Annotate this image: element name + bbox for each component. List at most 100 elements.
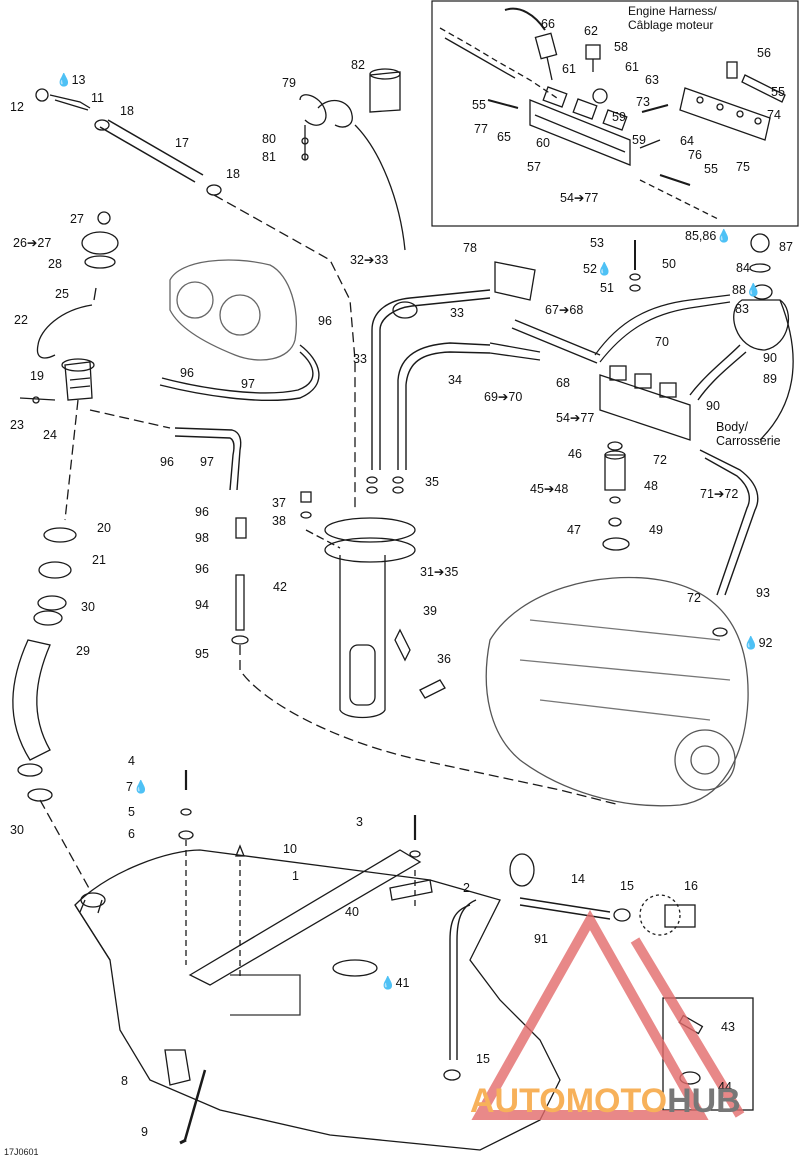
callout-3: 3 xyxy=(356,815,363,829)
callout-10: 10 xyxy=(283,842,297,856)
callout-79: 79 xyxy=(282,76,296,90)
callout-23: 23 xyxy=(10,418,24,432)
callout-18b: 18 xyxy=(226,167,240,181)
callout-55b: 55 xyxy=(704,162,718,176)
callout-87: 87 xyxy=(779,240,793,254)
callout-4: 4 xyxy=(128,754,135,768)
callout-75: 75 xyxy=(736,160,750,174)
callout-81: 81 xyxy=(262,150,276,164)
callout-96d: 96 xyxy=(195,505,209,519)
callout-83: 83 xyxy=(735,302,749,316)
callout-85_86: 85,86💧 xyxy=(685,229,732,243)
callout-66: 66 xyxy=(541,17,555,31)
callout-15a: 15 xyxy=(620,879,634,893)
callout-2: 2 xyxy=(463,881,470,895)
callout-97a: 97 xyxy=(241,377,255,391)
callout-82: 82 xyxy=(351,58,365,72)
callout-22: 22 xyxy=(14,313,28,327)
callout-60: 60 xyxy=(536,136,550,150)
callout-12: 12 xyxy=(10,100,24,114)
callout-38: 38 xyxy=(272,514,286,528)
callout-59a: 59 xyxy=(612,110,626,124)
callout-49: 49 xyxy=(649,523,663,537)
callout-5: 5 xyxy=(128,805,135,819)
callout-34: 34 xyxy=(448,373,462,387)
callout-14: 14 xyxy=(571,872,585,886)
callout-25: 25 xyxy=(55,287,69,301)
callout-97b: 97 xyxy=(200,455,214,469)
callout-33b: 33 xyxy=(353,352,367,366)
callout-39: 39 xyxy=(423,604,437,618)
callout-89: 89 xyxy=(763,372,777,386)
callout-11: 11 xyxy=(91,91,104,105)
callout-9: 9 xyxy=(141,1125,148,1139)
callout-90b: 90 xyxy=(706,399,720,413)
inset-title-line2: Câblage moteur xyxy=(628,18,714,32)
callout-68: 68 xyxy=(556,376,570,390)
callout-1: 1 xyxy=(292,869,299,883)
engine-harness-inset-frame xyxy=(431,0,799,227)
callout-32_33: 32➔33 xyxy=(350,253,389,267)
callout-95: 95 xyxy=(195,647,209,661)
callout-72a: 72 xyxy=(653,453,667,467)
callout-36: 36 xyxy=(437,652,451,666)
callout-57: 57 xyxy=(527,160,541,174)
callout-70: 70 xyxy=(655,335,669,349)
callout-73: 73 xyxy=(636,95,650,109)
callout-15b: 15 xyxy=(476,1052,490,1066)
callout-98: 98 xyxy=(195,531,209,545)
callout-45_48: 45➔48 xyxy=(530,482,569,496)
callout-26_27: 26➔27 xyxy=(13,236,52,250)
callout-88: 88💧 xyxy=(732,283,762,297)
callout-16: 16 xyxy=(684,879,698,893)
callout-41: 💧41 xyxy=(380,976,410,990)
callout-59b: 59 xyxy=(632,133,646,147)
callout-65: 65 xyxy=(497,130,511,144)
callout-56: 56 xyxy=(757,46,771,60)
callout-93: 93 xyxy=(756,586,770,600)
callout-63: 63 xyxy=(645,73,659,87)
callout-77: 77 xyxy=(474,122,488,136)
watermark-part1: AUTOMOTO xyxy=(470,1082,668,1120)
callout-62: 62 xyxy=(584,24,598,38)
callout-33a: 33 xyxy=(450,306,464,320)
callout-40: 40 xyxy=(345,905,359,919)
body-label-line2: Carrosserie xyxy=(716,434,781,448)
callout-31_35: 31➔35 xyxy=(420,565,459,579)
watermark-part2: HUB xyxy=(667,1082,741,1120)
inset-title-line1: Engine Harness/ xyxy=(628,4,717,18)
callout-78: 78 xyxy=(463,241,477,255)
body-label-line1: Body/ xyxy=(716,420,748,434)
callout-17: 17 xyxy=(175,136,189,150)
callout-7: 7💧 xyxy=(126,780,149,794)
callout-30a: 30 xyxy=(81,600,95,614)
callout-76: 76 xyxy=(688,148,702,162)
callout-64: 64 xyxy=(680,134,694,148)
callout-42: 42 xyxy=(273,580,287,594)
callout-67_68: 67➔68 xyxy=(545,303,584,317)
callout-29: 29 xyxy=(76,644,90,658)
callout-84: 84 xyxy=(736,261,750,275)
callout-96b: 96 xyxy=(180,366,194,380)
callout-51: 51 xyxy=(600,281,614,295)
callout-55a: 55 xyxy=(472,98,486,112)
callout-54_77a: 54➔77 xyxy=(560,191,599,205)
document-id: 17J0601 xyxy=(4,1147,39,1157)
callout-19: 19 xyxy=(30,369,44,383)
callout-13: 💧13 xyxy=(56,73,86,87)
callout-6: 6 xyxy=(128,827,135,841)
callout-8: 8 xyxy=(121,1074,128,1088)
callout-30b: 30 xyxy=(10,823,24,837)
callout-48: 48 xyxy=(644,479,658,493)
callout-43: 43 xyxy=(721,1020,735,1034)
callout-58: 58 xyxy=(614,40,628,54)
callout-61a: 61 xyxy=(562,62,576,76)
callout-94: 94 xyxy=(195,598,209,612)
watermark-logo: AUTOMOTOHUB xyxy=(470,1082,741,1121)
callout-55c: 55 xyxy=(771,85,785,99)
callout-21: 21 xyxy=(92,553,106,567)
callout-91: 91 xyxy=(534,932,548,946)
callout-18a: 18 xyxy=(120,104,134,118)
callout-61b: 61 xyxy=(625,60,639,74)
